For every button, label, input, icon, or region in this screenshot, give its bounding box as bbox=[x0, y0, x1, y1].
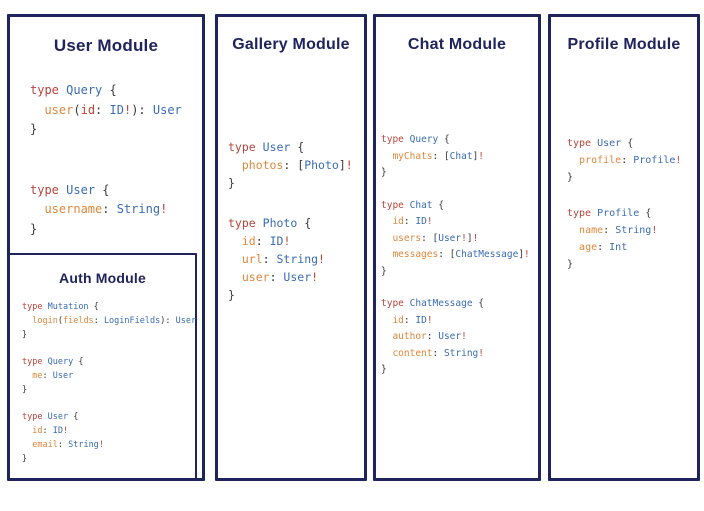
code-line: type Chat { bbox=[381, 199, 444, 211]
code-line: } bbox=[30, 221, 38, 236]
code-area-user: type Query { user(id: ID!): User}type Us… bbox=[30, 81, 200, 239]
module-title-user: User Module bbox=[53, 36, 159, 55]
graphql-code-block: type Query { me: User} bbox=[22, 355, 194, 397]
code-line: } bbox=[22, 330, 28, 340]
graphql-code-block: type User { profile: Profile!} bbox=[567, 135, 695, 186]
code-line: } bbox=[30, 122, 38, 136]
code-line: profile: Profile! bbox=[579, 155, 682, 166]
code-line: users: [User!]! bbox=[392, 232, 479, 244]
code-line: } bbox=[381, 265, 387, 277]
code-line: } bbox=[22, 385, 28, 395]
graphql-code-block: type Mutation { login(fields: LoginField… bbox=[22, 300, 197, 342]
user-module-panel: User Module type Query { user(id: ID!): … bbox=[7, 14, 205, 481]
code-line: type Profile { bbox=[567, 208, 652, 219]
code-line: url: String! bbox=[241, 252, 325, 266]
code-line: } bbox=[381, 167, 387, 178]
code-line: photos: [Photo]! bbox=[241, 158, 353, 172]
module-title-gallery: Gallery Module bbox=[232, 36, 350, 53]
module-title-auth: Auth Module bbox=[59, 270, 146, 286]
graphql-code-block: type User { photos: [Photo]!} bbox=[228, 138, 362, 192]
profile-module-panel: Profile Module type User { profile: Prof… bbox=[548, 14, 700, 481]
code-line: id: ID! bbox=[392, 216, 433, 227]
graphql-code-block: type User { id: ID! email: String!} bbox=[22, 410, 194, 466]
code-area-gallery: type User { photos: [Photo]!}type Photo … bbox=[228, 138, 362, 304]
auth-module-panel: Auth Module type Mutation { login(fields… bbox=[8, 253, 197, 480]
code-line: myChats: [Chat]! bbox=[392, 150, 485, 162]
code-line: type User { bbox=[22, 412, 79, 422]
graphql-code-block: type Query { user(id: ID!): User} bbox=[30, 81, 200, 140]
code-line: type Mutation { bbox=[22, 302, 99, 312]
code-line: id: ID! bbox=[392, 314, 433, 326]
code-line: author: User! bbox=[392, 331, 467, 342]
code-line: } bbox=[228, 176, 235, 190]
graphql-code-block: type Photo { id: ID! url: String! user: … bbox=[228, 214, 362, 304]
code-area-auth: type Mutation { login(fields: LoginField… bbox=[22, 300, 197, 466]
code-line: user: User! bbox=[241, 270, 319, 284]
code-line: type Photo { bbox=[228, 216, 312, 230]
code-area-chat: type Query { myChats: [Chat]!}type Chat … bbox=[381, 132, 536, 379]
code-line: type Query { bbox=[30, 83, 117, 97]
graphql-code-block: type Chat { id: ID! users: [User!]! mess… bbox=[381, 198, 536, 281]
code-line: login(fields: LoginFields): User bbox=[32, 316, 197, 326]
module-title-profile: Profile Module bbox=[567, 36, 681, 53]
code-line: } bbox=[228, 288, 235, 302]
code-line: name: String! bbox=[579, 225, 658, 236]
code-line: type ChatMessage { bbox=[381, 298, 484, 309]
code-line: } bbox=[381, 364, 387, 375]
chat-module-panel: Chat Module type Query { myChats: [Chat]… bbox=[373, 14, 541, 481]
graphql-code-block: type User { username: String!} bbox=[30, 181, 200, 240]
code-line: id: ID! bbox=[32, 426, 69, 436]
code-line: messages: [ChatMessage]! bbox=[392, 249, 530, 260]
code-line: type User { bbox=[30, 182, 110, 197]
graphql-code-block: type Profile { name: String! age: Int} bbox=[567, 205, 695, 273]
code-line: age: Int bbox=[579, 242, 628, 253]
code-line: content: String! bbox=[392, 347, 485, 359]
code-line: type Query { bbox=[22, 357, 84, 367]
graphql-code-block: type Query { myChats: [Chat]!} bbox=[381, 132, 536, 182]
code-line: type User { bbox=[567, 138, 634, 149]
code-line: me: User bbox=[32, 371, 74, 381]
gallery-module-panel: Gallery Module type User { photos: [Phot… bbox=[215, 14, 367, 481]
code-area-profile: type User { profile: Profile!}type Profi… bbox=[567, 135, 695, 273]
code-line: } bbox=[22, 454, 28, 464]
code-line: type Query { bbox=[381, 134, 450, 145]
code-line: type User { bbox=[228, 140, 305, 154]
code-line: email: String! bbox=[32, 440, 104, 450]
code-line: } bbox=[567, 259, 574, 270]
code-line: } bbox=[567, 172, 574, 183]
code-line: id: ID! bbox=[241, 234, 291, 248]
graphql-code-block: type ChatMessage { id: ID! author: User!… bbox=[381, 296, 536, 379]
code-line: user(id: ID!): User bbox=[44, 102, 182, 117]
module-title-chat: Chat Module bbox=[407, 36, 507, 53]
code-line: username: String! bbox=[44, 202, 168, 216]
